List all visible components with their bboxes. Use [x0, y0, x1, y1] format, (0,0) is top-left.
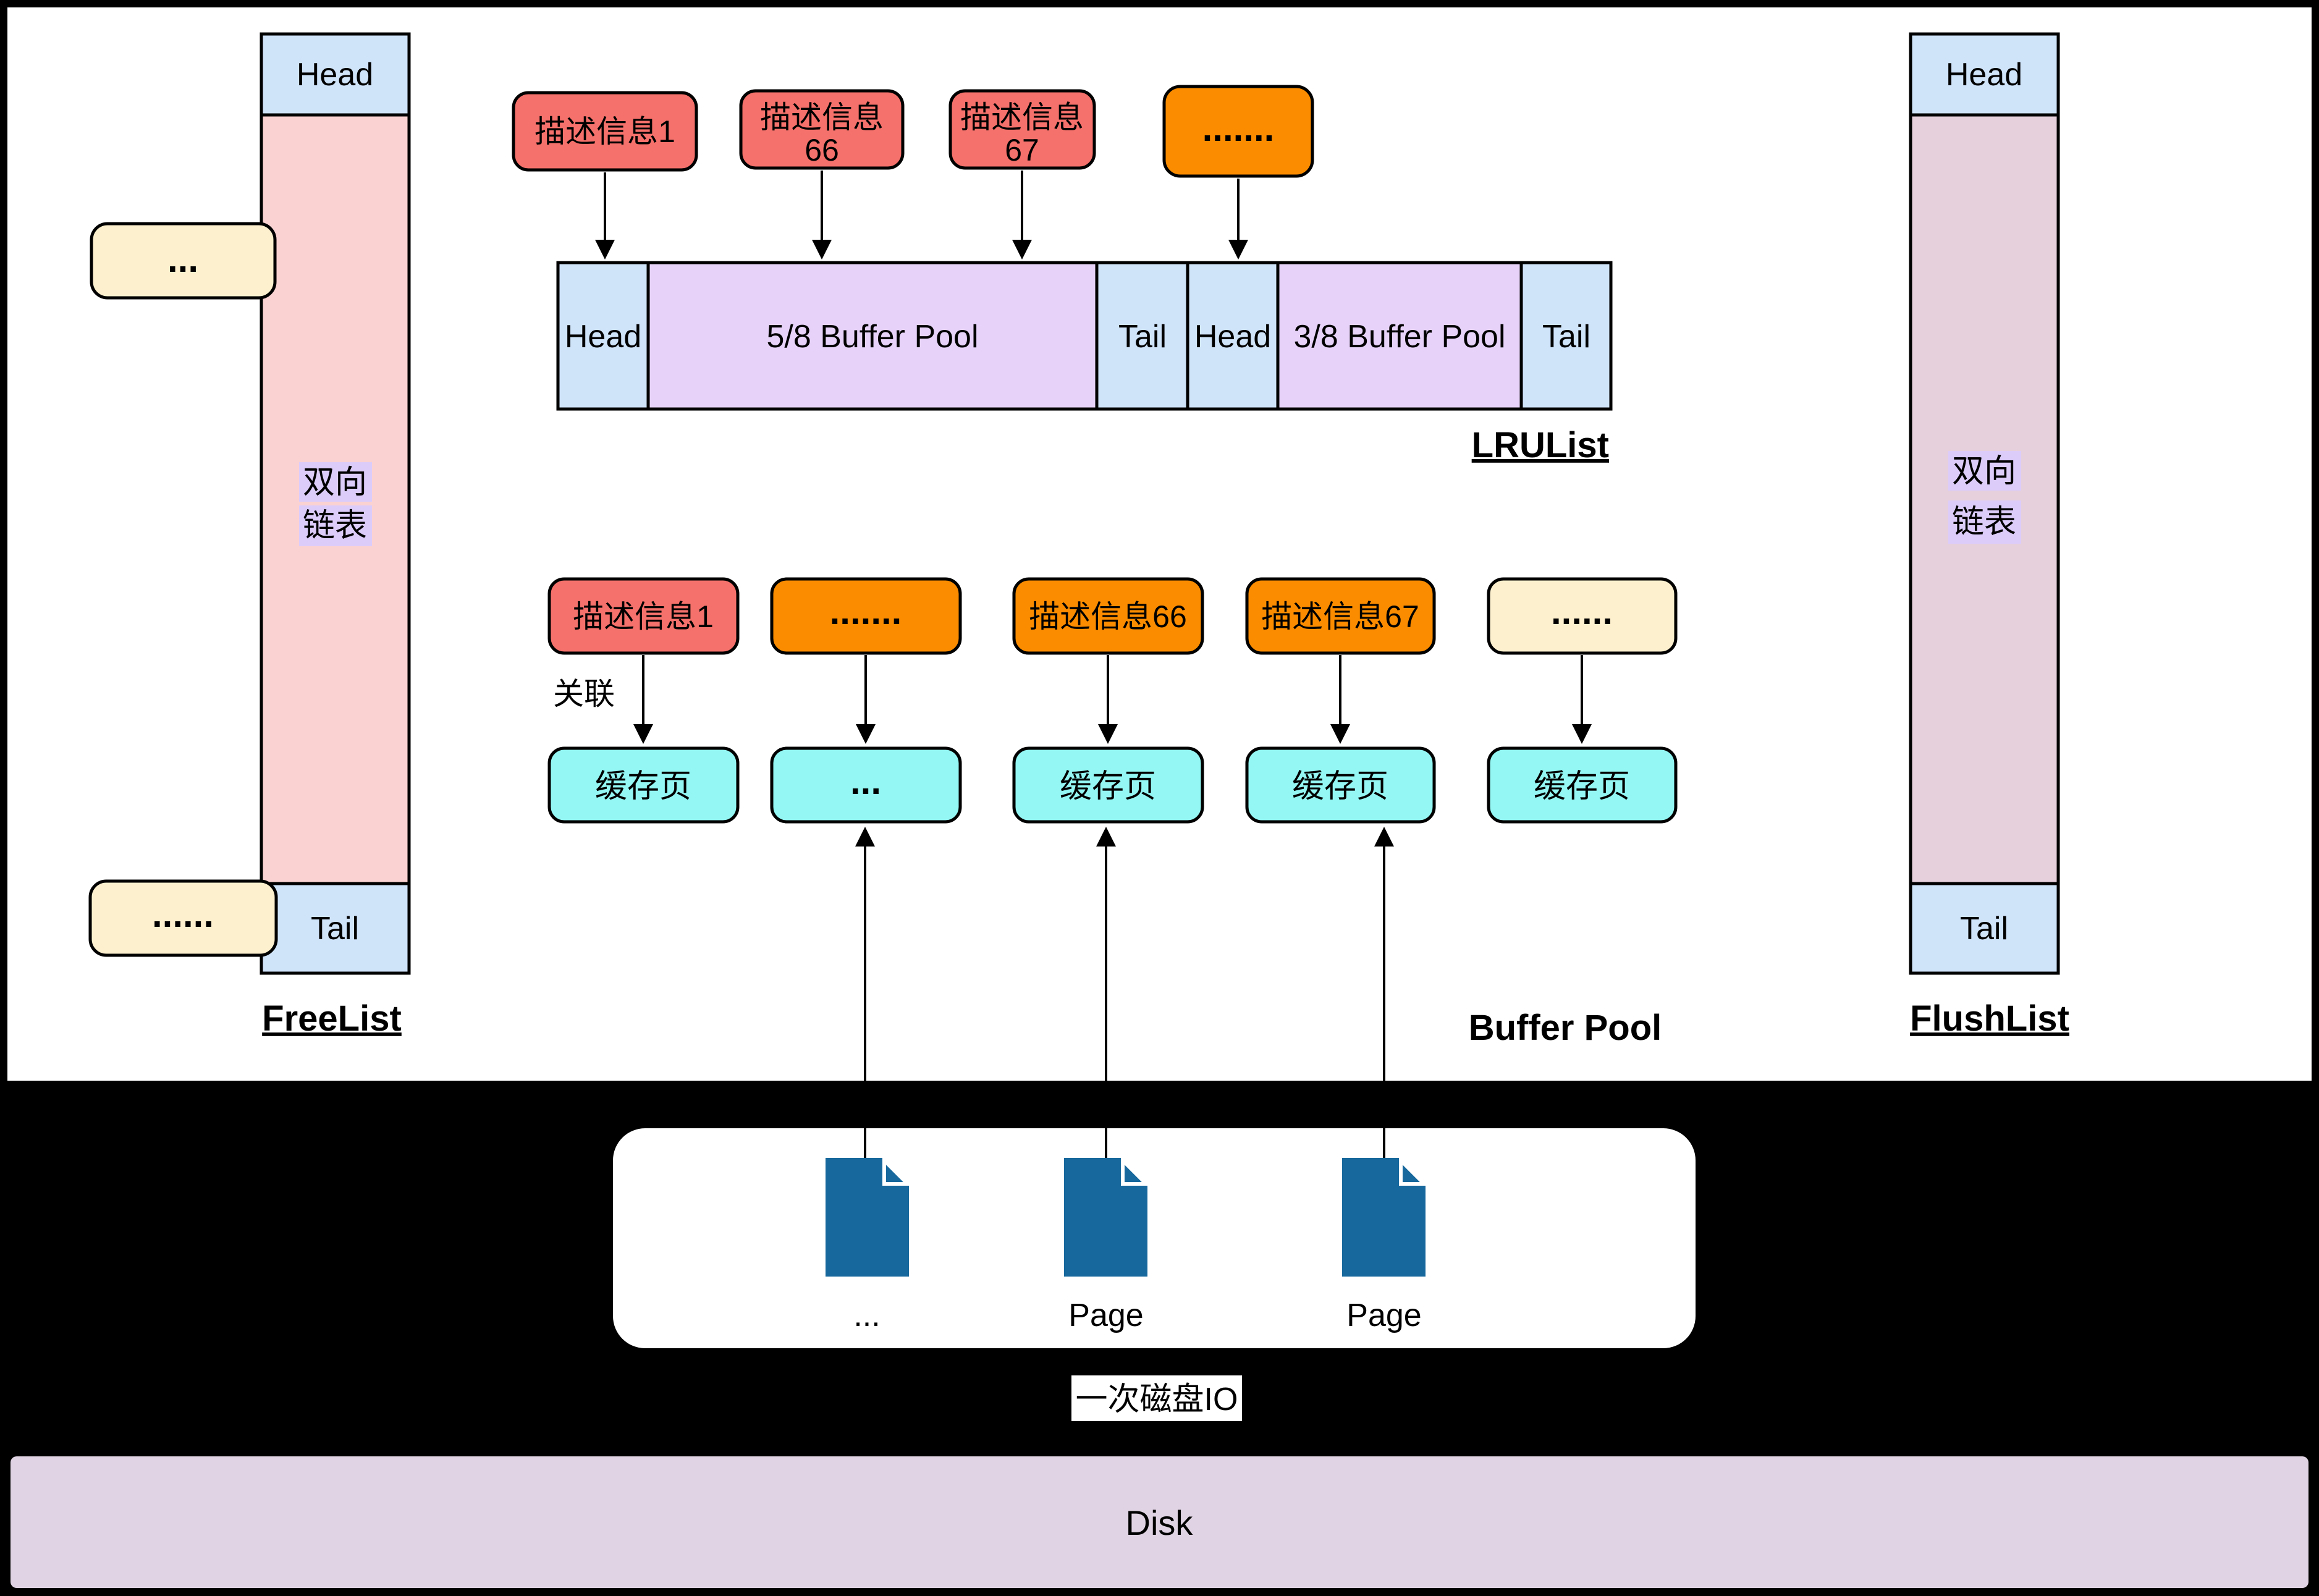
page-icon-1 — [826, 1155, 913, 1277]
flushlist-dll-highlight-2 — [1948, 500, 2021, 544]
mid-descriptor-more — [770, 577, 962, 655]
mid-descriptor-67 — [1245, 577, 1436, 655]
lru-tail1-label: Tail — [1118, 319, 1167, 355]
lru-old-label: 3/8 Buffer Pool — [1293, 319, 1505, 355]
freelist-ellipsis-bottom-box — [88, 879, 278, 957]
cache-page-2 — [770, 746, 962, 824]
cache-page-4-label: 缓存页 — [1292, 769, 1388, 804]
disk-label: Disk — [1126, 1503, 1194, 1542]
descriptor-box-1-label: 描述信息1 — [534, 114, 675, 149]
descriptor-box-66-line2: 66 — [805, 133, 839, 167]
lrulist-title: LRUList — [1472, 425, 1609, 465]
flushlist-dll-line2: 链表 — [1952, 504, 2016, 540]
freelist-head-label: Head — [297, 57, 373, 93]
page-icon-1-sheet — [826, 1158, 909, 1277]
descriptor-box-more — [1162, 85, 1314, 178]
disk-bar — [11, 1456, 2308, 1588]
lru-segment-young — [646, 261, 1099, 411]
flushlist-column: Head Tail 双向 链表 FlushList — [1909, 32, 2069, 1039]
page-label-ellipsis: ... — [853, 1298, 880, 1333]
lru-segment-head1 — [556, 261, 650, 411]
freelist-dll-highlight-1 — [299, 462, 372, 502]
freelist-ellipsis-top-box — [90, 222, 277, 300]
mid-descriptor-more-label: ....... — [830, 591, 902, 632]
descriptor-box-67-line2: 67 — [1005, 133, 1039, 167]
disk-io-caption-bg — [1071, 1375, 1242, 1421]
lrulist-bar: Head 5/8 Buffer Pool Tail Head 3/8 Buffe… — [556, 261, 1613, 465]
freelist-dll-highlight-2 — [299, 505, 372, 546]
buffer-pool-label: Buffer Pool — [1469, 1008, 1662, 1048]
cache-page-3 — [1012, 746, 1204, 824]
page-icon-2-sheet — [1064, 1158, 1147, 1277]
page-icon-3 — [1342, 1155, 1429, 1277]
flushlist-tail-cell — [1909, 882, 2060, 975]
freelist-tail-label: Tail — [311, 911, 359, 947]
buffer-pool-descriptor-row: 描述信息1 ....... 描述信息66 描述信息67 ...... 关联 — [547, 577, 1678, 744]
lru-segment-tail1 — [1095, 261, 1189, 411]
mid-descriptor-ellipsis-label: ...... — [1551, 591, 1613, 632]
freelist-head-cell — [260, 32, 411, 117]
freelist-dll-line1: 双向 — [303, 465, 367, 500]
lru-young-label: 5/8 Buffer Pool — [766, 319, 978, 355]
cache-page-1-label: 缓存页 — [595, 769, 691, 804]
cache-page-row: 缓存页 ... 缓存页 缓存页 缓存页 — [547, 746, 1678, 824]
page-label-2: Page — [1068, 1298, 1143, 1333]
lru-descriptor-row: 描述信息1 描述信息 66 描述信息 67 ....... — [512, 85, 1314, 260]
freelist-ellipsis-bottom-label: ...... — [152, 893, 214, 935]
disk-io-caption: 一次磁盘IO — [1076, 1382, 1238, 1417]
cache-page-3-label: 缓存页 — [1060, 769, 1156, 804]
page-icon-1-fold — [882, 1155, 913, 1186]
mid-descriptor-1 — [547, 577, 740, 655]
flushlist-dll-line1: 双向 — [1952, 454, 2016, 489]
mid-descriptor-ellipsis — [1487, 577, 1678, 655]
relation-label: 关联 — [553, 677, 615, 711]
disk-io-container — [613, 1128, 1696, 1348]
descriptor-box-more-label: ....... — [1202, 108, 1275, 149]
flushlist-dll-highlight-1 — [1948, 451, 2021, 491]
page-label-3: Page — [1346, 1298, 1421, 1333]
page-icon-2-fold — [1121, 1155, 1151, 1186]
lru-tail2-label: Tail — [1542, 319, 1590, 355]
freelist-column: Head Tail 双向 链表 FreeList ... ...... — [88, 32, 411, 1039]
descriptor-box-66-line1: 描述信息 — [760, 100, 884, 135]
lru-head1-label: Head — [565, 319, 641, 355]
lru-head2-label: Head — [1194, 319, 1271, 355]
freelist-tail-cell — [260, 882, 411, 975]
descriptor-box-66 — [739, 89, 905, 170]
descriptor-box-1 — [512, 91, 698, 172]
mid-descriptor-66 — [1012, 577, 1204, 655]
freelist-title: FreeList — [262, 999, 402, 1039]
freelist-ellipsis-top-label: ... — [167, 239, 198, 280]
lru-segment-head2 — [1186, 261, 1280, 411]
page-icon-3-fold — [1399, 1155, 1429, 1186]
lru-segment-old — [1276, 261, 1523, 411]
freelist-dll-line2: 链表 — [303, 508, 367, 544]
flushlist-tail-label: Tail — [1960, 911, 2008, 947]
cache-page-5-label: 缓存页 — [1534, 769, 1630, 804]
flushlist-head-label: Head — [1946, 57, 2022, 93]
flushlist-head-cell — [1909, 32, 2060, 117]
lru-segment-tail2 — [1519, 261, 1613, 411]
cache-page-4 — [1245, 746, 1436, 824]
cache-page-5 — [1487, 746, 1678, 824]
flushlist-title: FlushList — [1910, 999, 2069, 1039]
cache-page-1 — [547, 746, 740, 824]
mid-descriptor-66-label: 描述信息66 — [1029, 599, 1187, 634]
mid-descriptor-1-label: 描述信息1 — [573, 599, 714, 634]
mid-descriptor-67-label: 描述信息67 — [1261, 599, 1419, 634]
page-icons: ... Page Page — [826, 1155, 1429, 1333]
page-icon-3-sheet — [1342, 1158, 1426, 1277]
page-icon-2 — [1064, 1155, 1151, 1277]
flushlist-body — [1909, 113, 2060, 885]
descriptor-box-67-line1: 描述信息 — [960, 100, 1084, 135]
cache-page-2-label: ... — [850, 761, 881, 802]
descriptor-box-67 — [948, 89, 1096, 170]
